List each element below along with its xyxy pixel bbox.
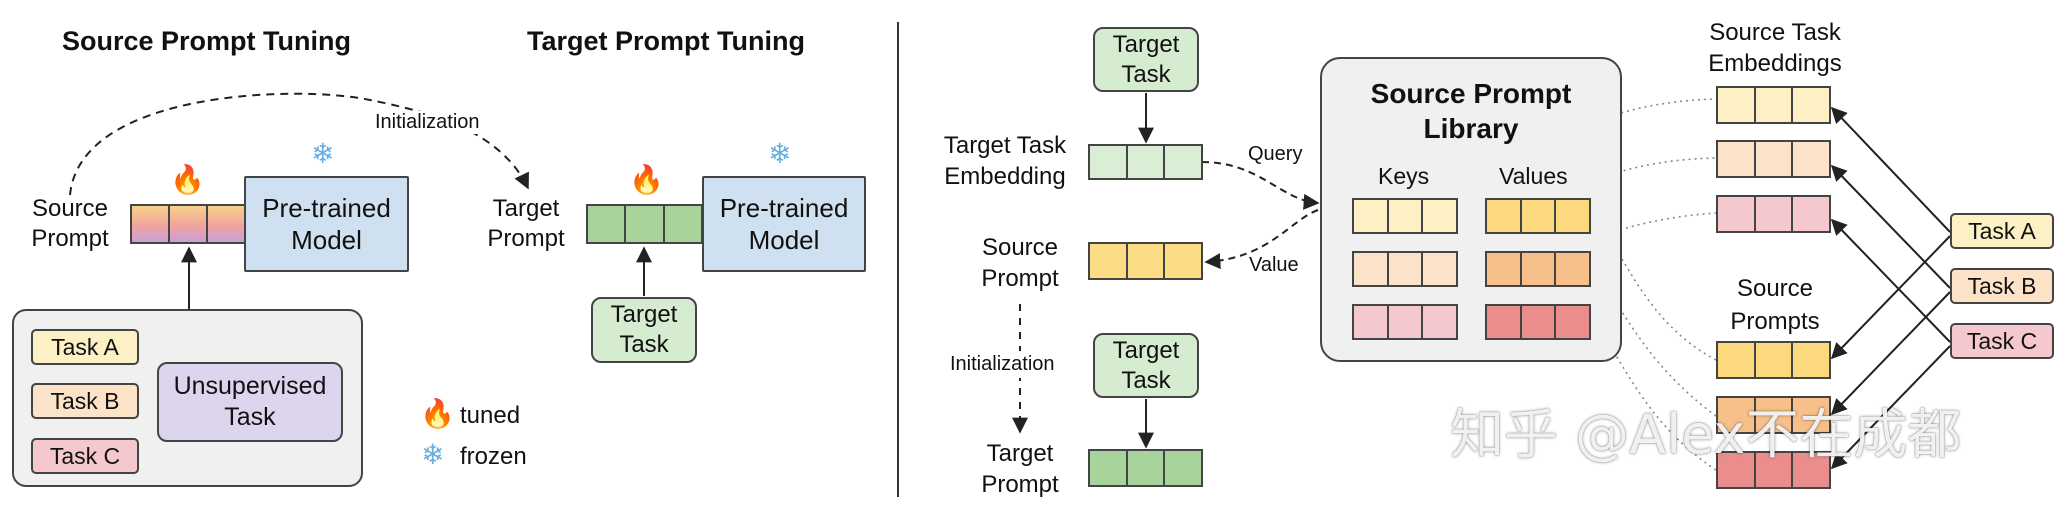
- query-arrow: [1201, 161, 1320, 210]
- keys-header: Keys: [1378, 163, 1430, 189]
- task-a-to-embedding: [1830, 106, 1951, 233]
- initialization-curve-arrow: [69, 92, 529, 196]
- target-task-embedding-label: Target Task Embedding: [943, 132, 1067, 190]
- source-prompt-label-right: Source Prompt: [981, 234, 1059, 292]
- task-a-to-prompt: [1830, 235, 1951, 360]
- task-b-box: Task B: [31, 383, 139, 419]
- target-task-bottom-label: Target Task: [1112, 336, 1180, 394]
- task-b-box-right: Task B: [1950, 268, 2054, 304]
- initialization-label: Initialization: [371, 111, 484, 134]
- key-a-vector: [1352, 198, 1458, 234]
- key-c-vector: [1352, 304, 1458, 340]
- task-c-box: Task C: [31, 438, 139, 474]
- value-b-vector: [1485, 251, 1591, 287]
- target-task-label: Target Task: [610, 301, 678, 358]
- task-c-to-embedding: [1830, 218, 1951, 343]
- target-task-box-left: Target Task: [591, 297, 697, 363]
- pretrained-model-box-target: Pre-trained Model: [702, 176, 866, 272]
- source-task-embeddings-label: Source Task Embeddings: [1708, 19, 1842, 77]
- unsupervised-task-box: Unsupervised Task: [157, 362, 343, 442]
- task-b-to-prompt: [1830, 291, 1951, 416]
- key-b-vector: [1352, 251, 1458, 287]
- source-prompt-c: [1716, 451, 1831, 489]
- task-a-box: Task A: [31, 329, 139, 365]
- snowflake-icon: ❄: [768, 138, 792, 169]
- fire-icon: 🔥: [170, 164, 205, 195]
- value-a-vector: [1485, 198, 1591, 234]
- value-b-link: [1591, 267, 1717, 417]
- value-arrow: [1204, 209, 1319, 270]
- source-embedding-c: [1716, 195, 1831, 233]
- target-prompt-label-right: Target Prompt: [981, 440, 1059, 498]
- source-prompt-vector: [130, 204, 246, 244]
- source-prompt-b: [1716, 396, 1831, 434]
- source-prompts-label: Source Prompts: [1730, 275, 1820, 335]
- snowflake-icon: ❄: [311, 138, 335, 169]
- target-prompt-vector-left: [586, 204, 703, 244]
- pretrained-model-label: Pre-trained Model: [719, 193, 849, 255]
- pretrained-model-label: Pre-trained Model: [262, 193, 391, 255]
- legend-fire-icon: 🔥: [420, 398, 455, 429]
- source-prompt-tuning-title: Source Prompt Tuning: [62, 26, 351, 56]
- fire-icon: 🔥: [629, 164, 664, 195]
- task-b-label-right: Task B: [1967, 272, 2037, 299]
- legend-snowflake-icon: ❄: [421, 439, 445, 470]
- target-task-box-bottom: Target Task: [1093, 333, 1199, 398]
- target-prompt-tuning-title: Target Prompt Tuning: [527, 26, 805, 56]
- task-b-label: Task B: [50, 387, 120, 414]
- target-prompt-label-left: Target Prompt: [487, 195, 565, 252]
- target-task-top-label: Target Task: [1112, 30, 1180, 88]
- pretrained-model-box: Pre-trained Model: [244, 176, 409, 272]
- library-title: Source Prompt Library: [1370, 78, 1572, 144]
- task-c-label-right: Task C: [1966, 327, 2038, 354]
- retrieved-source-prompt-vector: [1088, 242, 1203, 280]
- task-c-label: Task C: [49, 442, 121, 469]
- value-a-link: [1591, 215, 1717, 361]
- legend-frozen-label: frozen: [460, 443, 527, 470]
- task-a-box-right: Task A: [1950, 213, 2054, 249]
- legend-tuned-label: tuned: [460, 402, 521, 429]
- source-prompt-a: [1716, 341, 1831, 379]
- task-b-to-embedding: [1830, 164, 1951, 289]
- target-task-embedding-vector: [1088, 144, 1203, 180]
- target-task-box-top: Target Task: [1093, 27, 1199, 92]
- query-label: Query: [1248, 143, 1303, 165]
- task-a-label-right: Task A: [1968, 217, 2036, 244]
- source-prompt-label: Source Prompt: [31, 195, 109, 252]
- task-a-label: Task A: [51, 333, 119, 360]
- source-embedding-b: [1716, 140, 1831, 178]
- initialization-label-right: Initialization: [950, 351, 1055, 378]
- task-c-box-right: Task C: [1950, 323, 2054, 359]
- values-header: Values: [1499, 163, 1568, 189]
- value-c-vector: [1485, 304, 1591, 340]
- task-c-to-prompt: [1830, 345, 1951, 470]
- unsupervised-task-label: Unsupervised Task: [173, 372, 327, 431]
- source-embedding-a: [1716, 86, 1831, 124]
- final-target-prompt-vector: [1088, 449, 1203, 487]
- value-c-link: [1591, 321, 1717, 471]
- watermark: 知乎 @Alex不在成都: [1450, 403, 1962, 466]
- value-label: Value: [1249, 254, 1299, 276]
